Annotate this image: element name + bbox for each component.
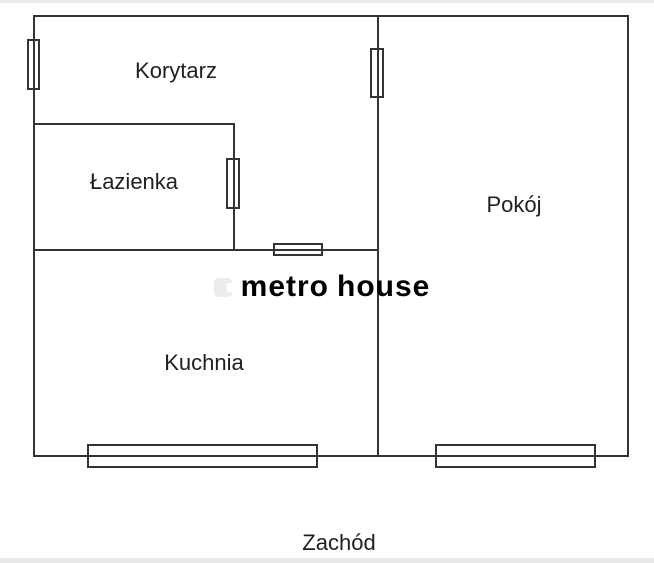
watermark-text-first: metro	[240, 270, 329, 303]
top-edge-strip	[0, 0, 654, 3]
window-symbol-lazienka-door	[226, 158, 240, 209]
room-label-kuchnia: Kuchnia	[164, 350, 244, 375]
lazienka-wall-top	[33, 123, 235, 125]
room-label-lazienka: Łazienka	[89, 169, 179, 194]
window-symbol-pokoj-window	[435, 444, 596, 468]
kuchnia-wall-top	[33, 249, 379, 251]
window-symbol-korytarz-left	[27, 39, 40, 90]
lazienka-wall-right	[233, 123, 235, 251]
window-symbol-kuchnia-window	[87, 444, 318, 468]
orientation-label-west: Zachód	[302, 530, 376, 555]
divider-wall-pokoj	[377, 15, 379, 457]
outer-wall-bottom	[33, 455, 629, 457]
room-label-pokoj: Pokój	[486, 192, 542, 217]
window-symbol-pokoj-door	[370, 48, 384, 98]
outer-wall-left	[33, 15, 35, 457]
watermark-text-second: house	[337, 270, 431, 303]
outer-wall-top	[33, 15, 629, 17]
bottom-edge-strip	[0, 558, 654, 563]
metrohouse-logo-icon	[213, 277, 235, 297]
window-symbol-kuchnia-door	[273, 243, 323, 256]
room-label-korytarz: Korytarz	[135, 58, 217, 83]
outer-wall-right	[627, 15, 629, 457]
